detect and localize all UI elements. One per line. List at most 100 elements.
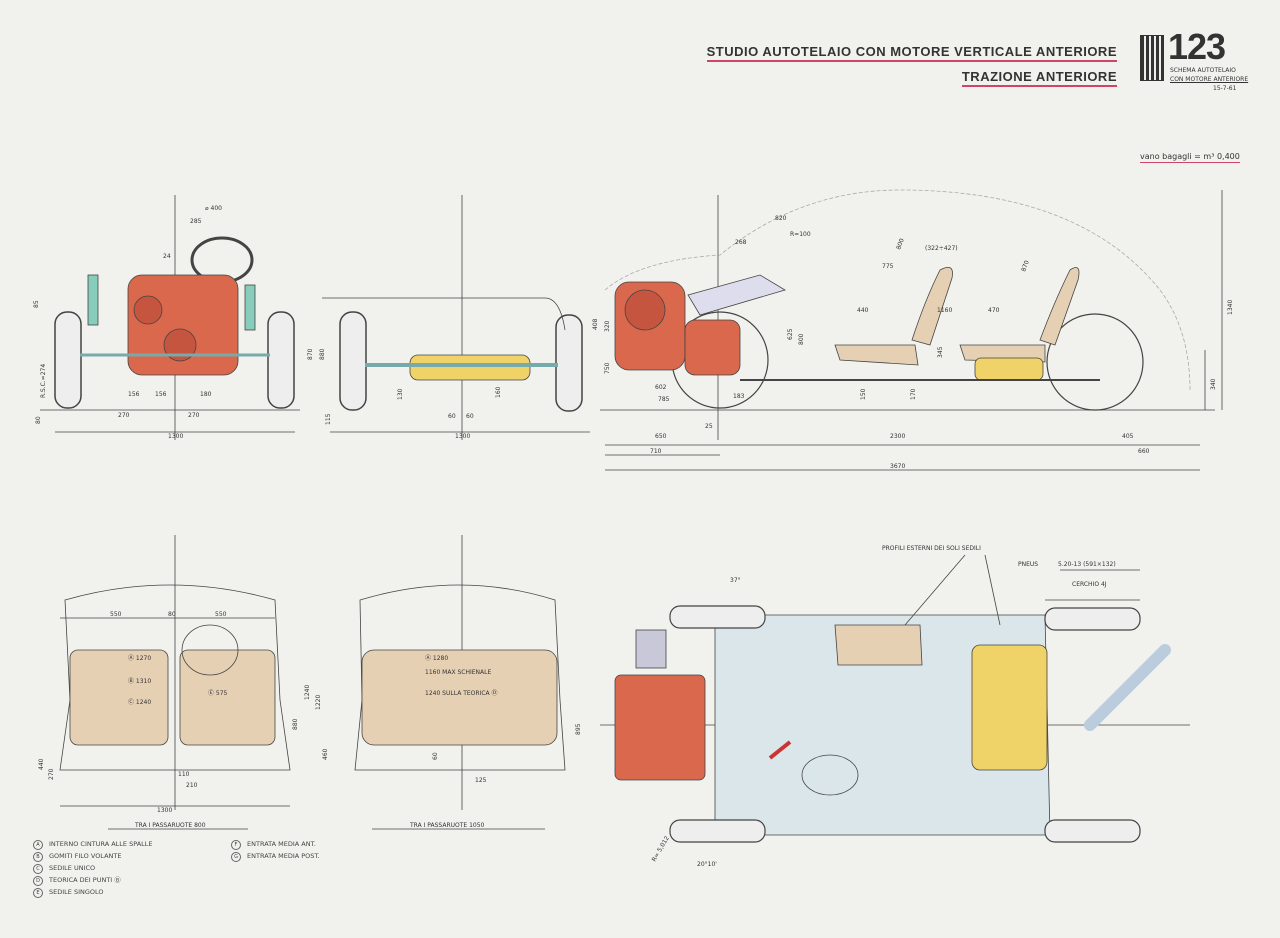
- fuel-tank: [971, 644, 1048, 771]
- legend-text: INTERNO CINTURA ALLE SPALLE: [49, 840, 153, 848]
- rear-view-dimensions: 1300 60 60 130 160 115: [325, 386, 502, 440]
- turning-radius: R= 5,012: [651, 835, 671, 863]
- dim: 408: [592, 318, 599, 330]
- engine-plan: [614, 674, 706, 781]
- tyres-value: 5.20-13 (591×132): [1058, 561, 1116, 568]
- dim: 775: [882, 263, 894, 270]
- dim: 183: [733, 393, 745, 400]
- dim: 1240: [304, 685, 311, 700]
- legend-key: D: [33, 876, 43, 886]
- plan-view: [600, 554, 1190, 843]
- dim: 60: [448, 413, 456, 420]
- legend-text: ENTRATA MEDIA POST.: [247, 852, 320, 860]
- dim: 880: [319, 348, 326, 360]
- dim: 550: [215, 611, 227, 618]
- steering-angle-2: 20°10': [697, 861, 717, 868]
- dim: 800: [895, 237, 906, 250]
- dim: 85: [33, 300, 40, 308]
- dim: Ⓔ 575: [208, 689, 228, 697]
- dim: R=100: [790, 231, 811, 238]
- legend-text: TEORICA DEI PUNTI Ⓑ: [49, 876, 121, 884]
- rear-view: [322, 195, 590, 440]
- drawing-subtitle-1: SCHEMA AUTOTELAIO: [1170, 67, 1236, 74]
- dim: 80: [168, 611, 176, 618]
- dim: ⌀ 400: [205, 205, 222, 212]
- dim: 820: [775, 215, 787, 222]
- side-view: [600, 189, 1223, 471]
- legend-right: F ENTRATA MEDIA ANT. G ENTRATA MEDIA POST.: [231, 838, 320, 862]
- dim: 650: [655, 433, 667, 440]
- dim: 210: [186, 782, 198, 789]
- dim: Ⓑ 1310: [128, 677, 151, 685]
- legend-text: ENTRATA MEDIA ANT.: [247, 840, 316, 848]
- legend-item: F ENTRATA MEDIA ANT.: [231, 838, 320, 850]
- legend-key: E: [33, 888, 43, 898]
- legend-text: SEDILE UNICO: [49, 864, 96, 872]
- legend-text: SEDILE SINGOLO: [49, 888, 104, 896]
- front-wheel-left: [54, 311, 82, 409]
- drawing-subtitle-2: CON MOTORE ANTERIORE: [1170, 76, 1249, 83]
- side-rear-wheel: [1046, 313, 1144, 411]
- dim: 800: [798, 333, 805, 345]
- dim: R.S.C.=274: [40, 364, 47, 398]
- rear-section-dimensions: Ⓐ 1280 1160 MAX SCHIENALE 1240 SULLA TEO…: [322, 654, 582, 829]
- dim: 180: [200, 391, 212, 398]
- title-line-1: STUDIO AUTOTELAIO CON MOTORE VERTICALE A…: [706, 44, 1117, 62]
- dim: 60: [432, 752, 439, 760]
- dim: 340: [1210, 378, 1217, 390]
- dim: 1340: [1227, 300, 1234, 315]
- legend-item: E SEDILE SINGOLO: [33, 886, 153, 898]
- dim: 150: [860, 388, 867, 400]
- dim: 125: [475, 777, 487, 784]
- legend-item: G ENTRATA MEDIA POST.: [231, 850, 320, 862]
- drawing-number: 123: [1168, 26, 1226, 67]
- dim: 270: [188, 412, 200, 419]
- front-section-view: [59, 535, 291, 830]
- dim: TRA I PASSARUOTE 800: [134, 822, 206, 829]
- dim: 80: [35, 416, 42, 424]
- legend-key: F: [231, 840, 241, 850]
- dim: 156: [128, 391, 140, 398]
- dim: 1300: [455, 433, 470, 440]
- dim: 130: [397, 388, 404, 400]
- dim: Ⓐ 1270: [128, 654, 151, 662]
- dim: 785: [658, 396, 670, 403]
- dim: 170: [910, 388, 917, 400]
- dim: 60: [466, 413, 474, 420]
- title-line-2: TRAZIONE ANTERIORE: [961, 69, 1117, 87]
- dim: 24: [163, 253, 171, 260]
- dim: 460: [322, 748, 329, 760]
- dim: Ⓒ 1240: [128, 698, 151, 706]
- dim: 2300: [890, 433, 905, 440]
- dim: Ⓐ 1280: [425, 654, 448, 662]
- dim: 870: [307, 348, 314, 360]
- dim: 660: [1138, 448, 1150, 455]
- front-view-dimensions: ⌀ 400 285 24 85 870 880 156 156 180 270 …: [33, 205, 326, 440]
- legend-key: G: [231, 852, 241, 862]
- dim: 115: [325, 413, 332, 425]
- dim: TRA I PASSARUOTE 1050: [409, 822, 485, 829]
- dim: 1160: [937, 307, 952, 314]
- dim: 750: [604, 362, 611, 374]
- dim: 110: [178, 771, 190, 778]
- fiat-logo: [1140, 35, 1164, 81]
- dim: 320: [604, 320, 611, 332]
- dim: 160: [495, 386, 502, 398]
- drawing-date: 15-7-61: [1213, 85, 1237, 92]
- dim: 405: [1122, 433, 1134, 440]
- dim: 440: [38, 758, 45, 770]
- dim: 25: [705, 423, 713, 430]
- side-view-dimensions: 820 R=100 268 800 (322÷427) 775 870 440 …: [592, 215, 1234, 470]
- dim: 1240 SULLA TEORICA Ⓓ: [425, 689, 498, 697]
- dim: 156: [155, 391, 167, 398]
- dim: 268: [735, 239, 747, 246]
- luggage-volume-note: vano bagagli = m³ 0,400: [1140, 152, 1240, 163]
- front-section-dimensions: 550 80 550 Ⓐ 1270 Ⓑ 1310 Ⓒ 1240 Ⓔ 575 13…: [38, 611, 322, 829]
- dim: 3670: [890, 463, 905, 470]
- dim: 1300: [168, 433, 183, 440]
- dim: 1160 MAX SCHIENALE: [425, 669, 491, 676]
